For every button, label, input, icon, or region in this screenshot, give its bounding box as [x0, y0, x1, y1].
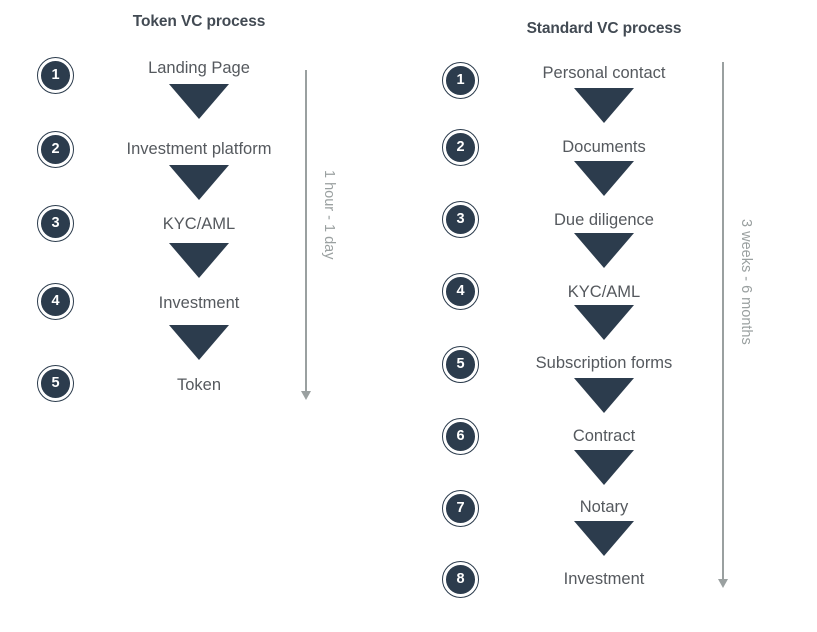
step-circle-token-5: 5: [37, 365, 74, 402]
flow-arrow-token-1: [169, 84, 229, 119]
duration-label-token: 1 hour - 1 day: [321, 170, 337, 260]
step-circle-standard-1: 1: [442, 62, 479, 99]
duration-arrow-line-standard: [722, 62, 725, 580]
step-circle-token-2: 2: [37, 131, 74, 168]
flow-arrow-standard-5: [574, 378, 634, 413]
flow-arrow-token-3: [169, 243, 229, 278]
step-label-standard-5: Subscription forms: [535, 354, 673, 372]
step-label-token-1: Landing Page: [148, 59, 250, 77]
flow-arrow-standard-2: [574, 161, 634, 196]
flow-arrow-standard-3: [574, 233, 634, 268]
step-number-standard-4: 4: [446, 277, 475, 306]
column-title-standard-vc: Standard VC process: [526, 20, 682, 37]
step-number-standard-7: 7: [446, 494, 475, 523]
step-circle-token-3: 3: [37, 205, 74, 242]
step-number-standard-8: 8: [446, 565, 475, 594]
step-circle-token-1: 1: [37, 57, 74, 94]
step-number-standard-6: 6: [446, 422, 475, 451]
step-circle-standard-4: 4: [442, 273, 479, 310]
step-number-standard-2: 2: [446, 133, 475, 162]
step-number-standard-1: 1: [446, 66, 475, 95]
step-label-token-2: Investment platform: [126, 140, 272, 158]
step-number-standard-5: 5: [446, 350, 475, 379]
flow-arrow-token-2: [169, 165, 229, 200]
step-circle-standard-2: 2: [442, 129, 479, 166]
step-label-standard-4: KYC/AML: [567, 283, 641, 301]
flow-arrow-token-4: [169, 325, 229, 360]
step-number-standard-3: 3: [446, 205, 475, 234]
duration-label-standard: 3 weeks - 6 months: [738, 219, 754, 345]
step-number-token-2: 2: [41, 135, 70, 164]
step-label-token-3: KYC/AML: [162, 215, 236, 233]
column-title-token-vc: Token VC process: [132, 13, 266, 30]
step-label-standard-8: Investment: [563, 570, 645, 588]
step-circle-token-4: 4: [37, 283, 74, 320]
step-label-token-5: Token: [176, 376, 222, 394]
step-number-token-4: 4: [41, 287, 70, 316]
step-number-token-5: 5: [41, 369, 70, 398]
flow-arrow-standard-7: [574, 521, 634, 556]
step-circle-standard-7: 7: [442, 490, 479, 527]
step-label-standard-6: Contract: [572, 427, 636, 445]
step-number-token-3: 3: [41, 209, 70, 238]
flow-arrow-standard-4: [574, 305, 634, 340]
step-circle-standard-3: 3: [442, 201, 479, 238]
step-circle-standard-5: 5: [442, 346, 479, 383]
step-label-standard-1: Personal contact: [542, 64, 666, 82]
duration-arrow-line-token: [305, 70, 308, 392]
duration-arrow-head-token: [300, 391, 311, 400]
step-label-standard-2: Documents: [562, 138, 646, 156]
step-label-standard-3: Due diligence: [554, 211, 654, 229]
duration-arrow-head-standard: [717, 579, 728, 588]
step-label-standard-7: Notary: [579, 498, 629, 516]
flow-arrow-standard-1: [574, 88, 634, 123]
step-label-token-4: Investment: [158, 294, 240, 312]
step-circle-standard-6: 6: [442, 418, 479, 455]
step-circle-standard-8: 8: [442, 561, 479, 598]
step-number-token-1: 1: [41, 61, 70, 90]
flow-arrow-standard-6: [574, 450, 634, 485]
